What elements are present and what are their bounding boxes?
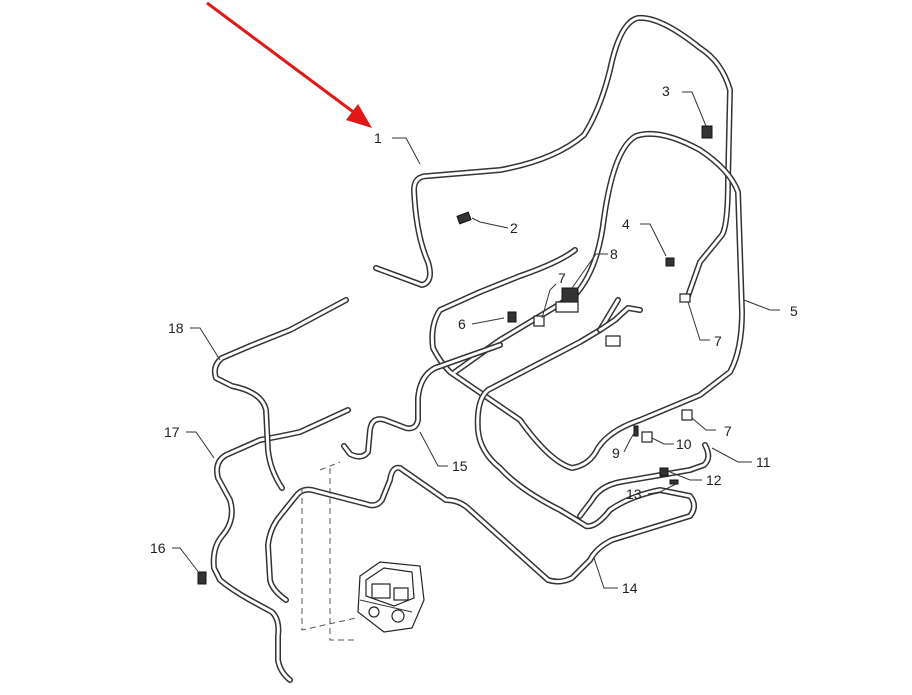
fitting-2: [456, 211, 472, 225]
fitting-10: [641, 431, 653, 443]
fitting-4: [665, 257, 675, 267]
pipe-18: [211, 297, 349, 491]
fitting-13: [669, 479, 679, 485]
valve-8: [555, 287, 579, 313]
clip-7c: [681, 409, 693, 421]
callout-7a: 7: [558, 270, 566, 286]
callout-4: 4: [622, 216, 630, 232]
leader-lines: [172, 91, 780, 589]
red-pointer-arrow: [206, 1, 372, 128]
callout-1: 1: [374, 130, 382, 146]
clip-7a: [533, 315, 545, 327]
pipe-15: [341, 342, 503, 460]
callout-9: 9: [612, 445, 620, 461]
callout-11: 11: [756, 454, 771, 470]
callout-15: 15: [452, 458, 468, 474]
pipe-5: [429, 130, 745, 471]
pipe-11: [577, 442, 712, 519]
callout-2: 2: [510, 220, 518, 236]
callout-17: 17: [164, 424, 180, 440]
bolt-16: [197, 571, 207, 585]
pipe-17: [210, 407, 351, 683]
callout-10: 10: [676, 436, 692, 452]
callout-12: 12: [706, 472, 722, 488]
callout-5: 5: [790, 303, 798, 319]
clip-7b: [679, 293, 691, 303]
callout-18: 18: [168, 320, 184, 336]
callout-7c: 7: [724, 423, 732, 439]
pipe-14: [265, 297, 697, 603]
pipe-1: [373, 14, 733, 299]
hydraulic-valve-block: [357, 561, 425, 633]
fitting-6: [507, 311, 517, 323]
callout-7b: 7: [714, 333, 722, 349]
fitting-12: [659, 467, 669, 477]
fitting-3: [701, 125, 713, 139]
callout-6: 6: [458, 316, 466, 332]
callout-labels: 1 2 3 4 5 6 7 7 7 8 9 10 11 12 13 14 15 …: [150, 83, 798, 596]
callout-8: 8: [610, 246, 618, 262]
fitting-9: [633, 425, 639, 437]
callout-13: 13: [626, 486, 642, 502]
callout-16: 16: [150, 540, 166, 556]
dashed-guide-lines: [301, 461, 357, 641]
callout-3: 3: [662, 83, 670, 99]
callout-14: 14: [622, 580, 638, 596]
connector-upper: [597, 305, 643, 347]
